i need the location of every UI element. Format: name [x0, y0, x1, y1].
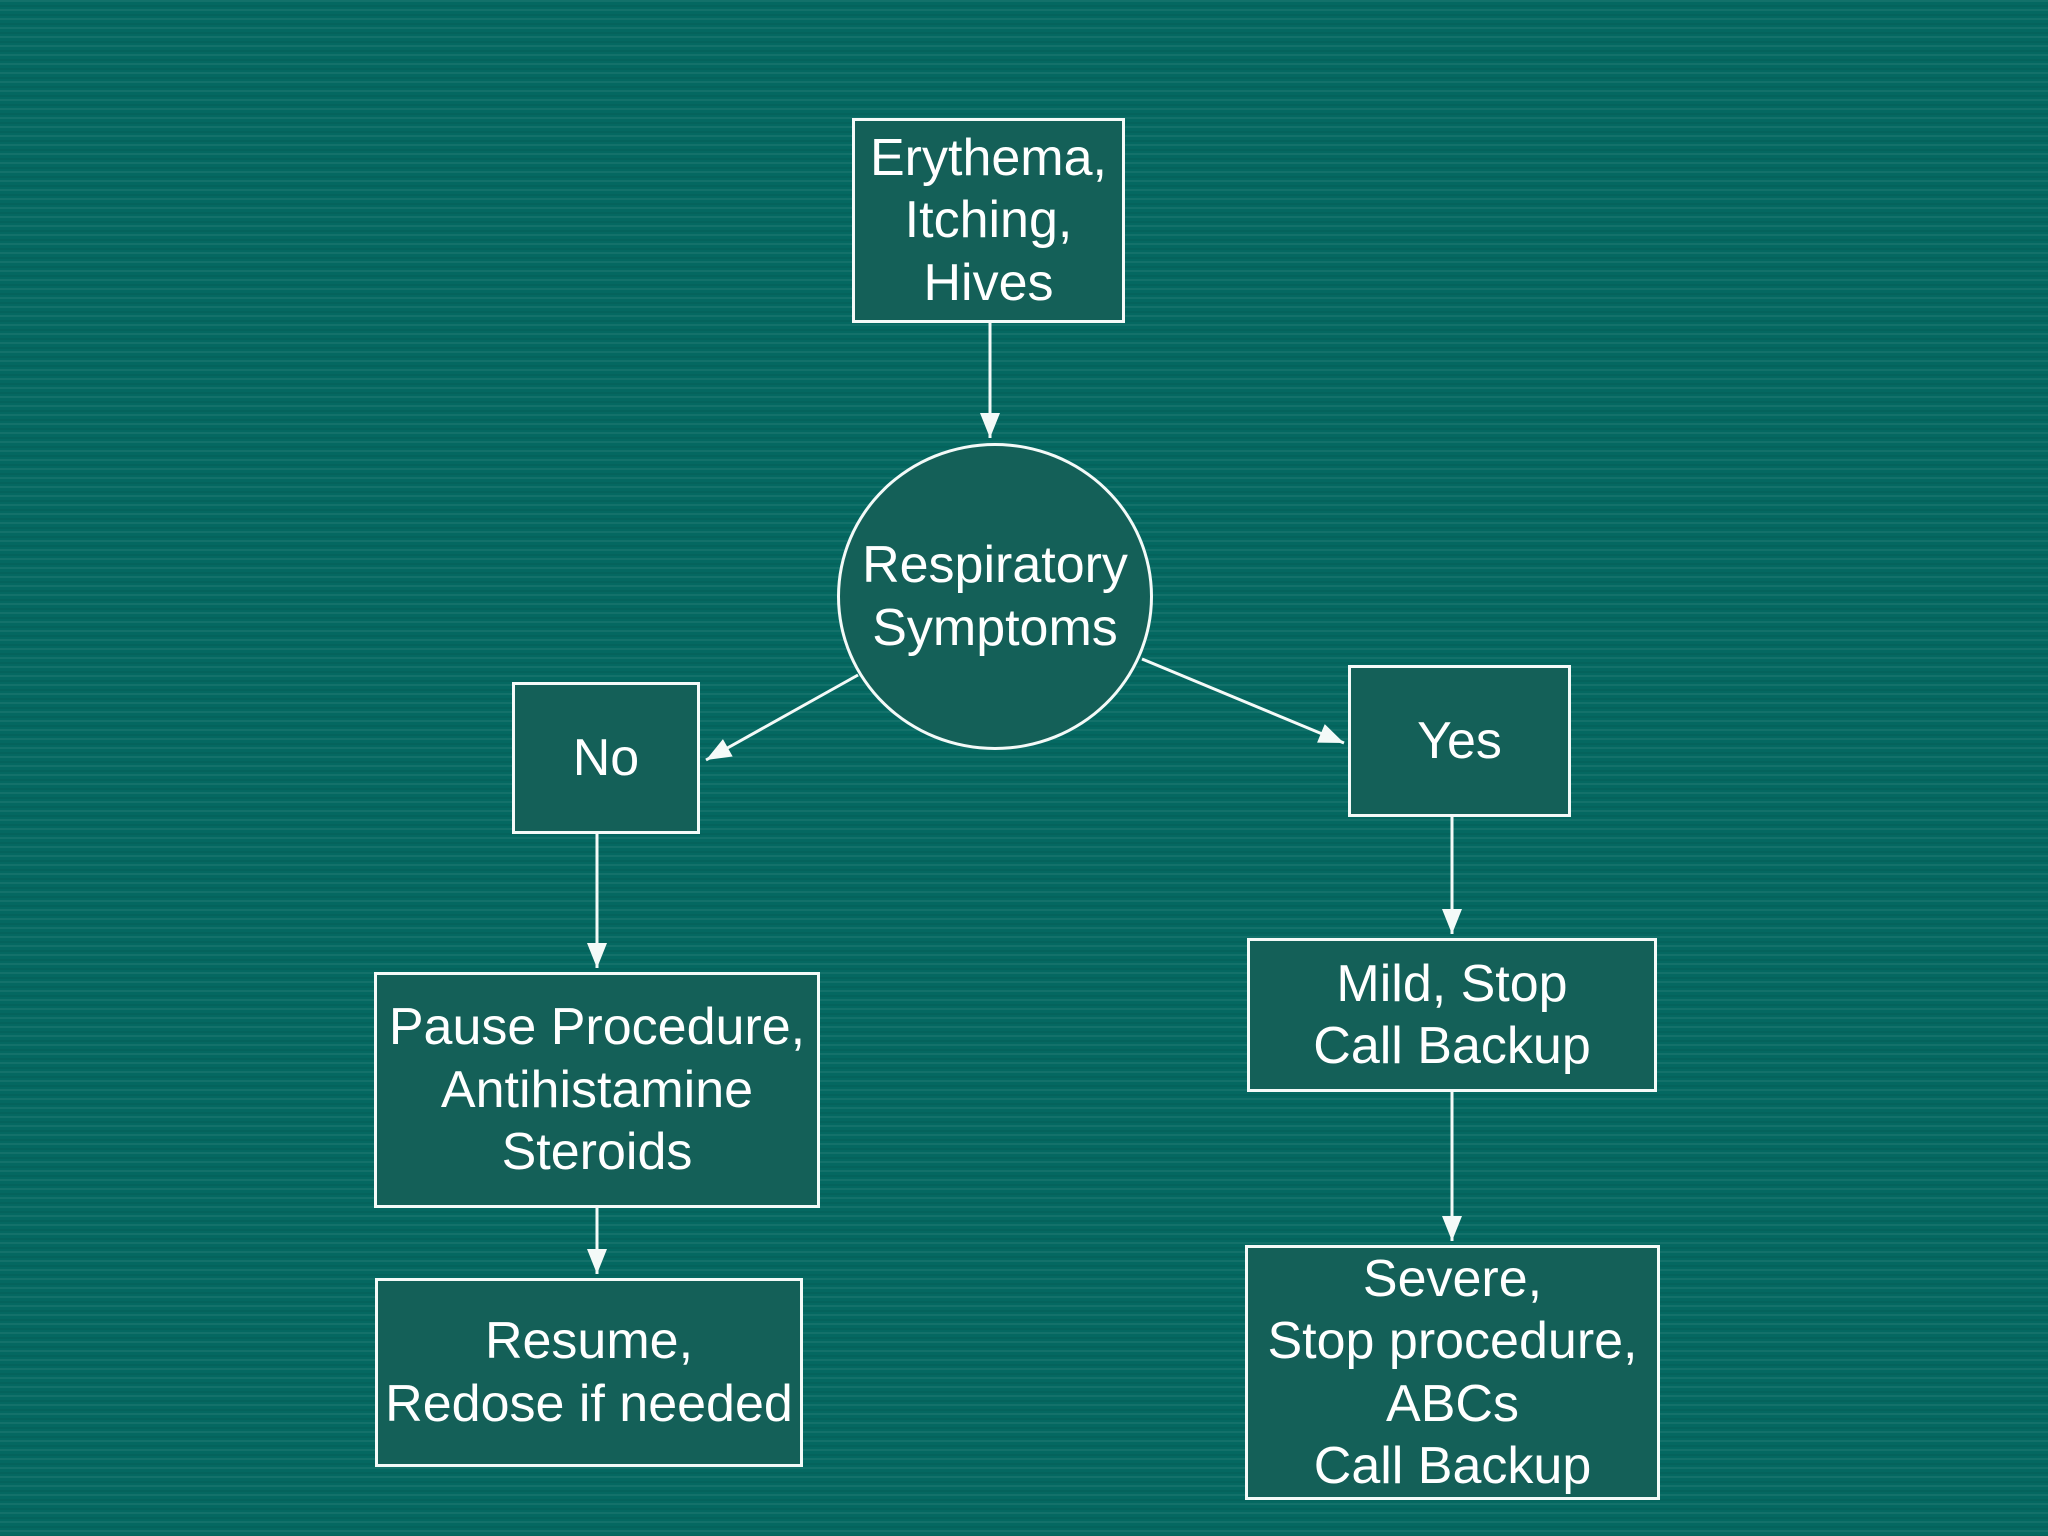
node-respiratory-symptoms: Respiratory Symptoms [837, 443, 1153, 750]
node-erythema-itching-hives: Erythema, Itching, Hives [852, 118, 1125, 323]
node-text-line: Itching, [904, 191, 1073, 250]
node-no: No [512, 682, 700, 834]
node-text-line: Pause Procedure, [388, 998, 806, 1057]
node-text-line: Hives [923, 253, 1054, 312]
node-text-line: Call Backup [1313, 1017, 1591, 1075]
node-resume-redose: Resume, Redose if needed [375, 1278, 803, 1467]
node-text-line: Steroids [501, 1123, 693, 1182]
node-text-line: Yes [1417, 711, 1502, 770]
node-mild-stop-call-backup: Mild, Stop Call Backup [1247, 938, 1657, 1092]
node-text-line: ABCs [1386, 1374, 1519, 1433]
node-text-line: Call Backup [1313, 1436, 1592, 1495]
node-yes: Yes [1348, 665, 1571, 817]
node-pause-procedure: Pause Procedure, Antihistamine Steroids [374, 972, 820, 1208]
node-text-line: Severe, [1362, 1249, 1543, 1308]
node-text-line: Erythema, [870, 128, 1107, 187]
edge-respiratory-to-no [705, 673, 859, 762]
node-text-line: Mild, Stop [1336, 954, 1568, 1013]
node-text-line: Antihistamine [440, 1060, 754, 1119]
node-text-line: Symptoms [872, 598, 1118, 657]
node-text-line: Resume, [484, 1312, 694, 1371]
node-text-line: Stop procedure, [1267, 1312, 1638, 1371]
node-text-line: Respiratory [862, 536, 1128, 595]
node-text-line: Redose if needed [385, 1374, 793, 1433]
node-text-line: No [572, 728, 640, 787]
edge-respiratory-to-yes [1141, 657, 1345, 745]
node-severe-stop-abcs-call-backup: Severe, Stop procedure, ABCs Call Backup [1245, 1245, 1660, 1500]
